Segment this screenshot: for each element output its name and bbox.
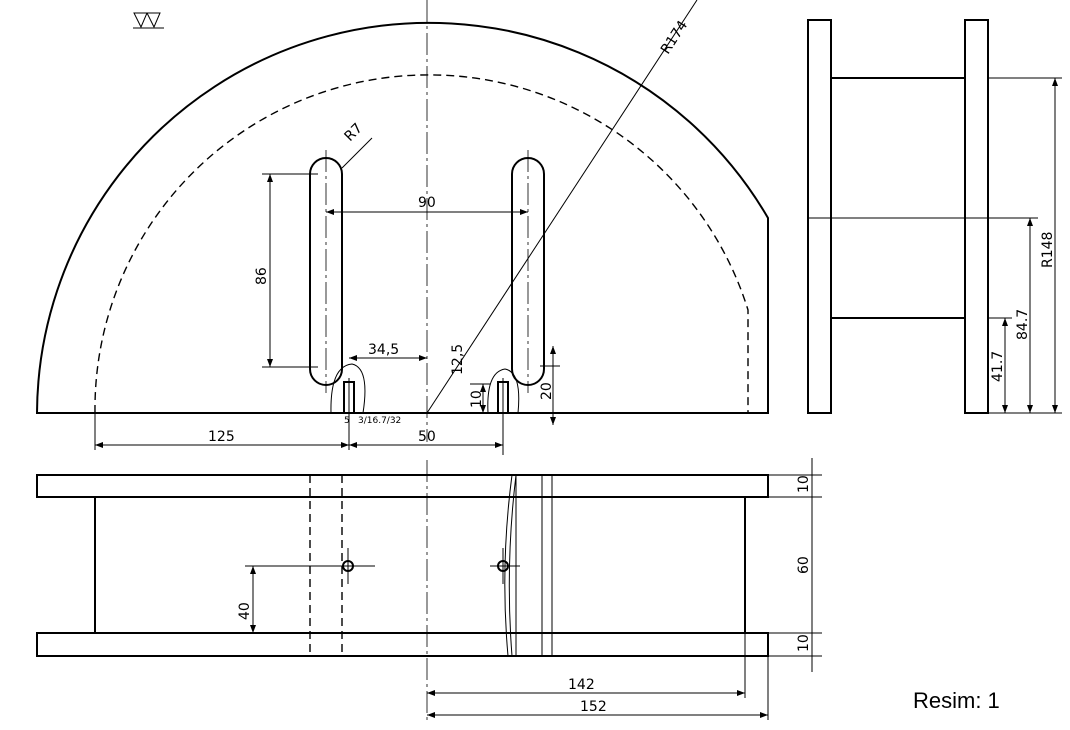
dim-86: 86 <box>254 267 270 285</box>
dim-152: 152 <box>580 699 607 715</box>
dim-125: 125 <box>208 429 235 445</box>
figure-caption: Resim: 1 <box>913 688 1000 713</box>
dim-r7: R7 <box>342 120 366 144</box>
dim-12-5: 12,5 <box>450 344 466 375</box>
dim-41-7: 41.7 <box>990 351 1006 382</box>
front-view: R174 R7 90 86 34,5 12,5 10 20 5 3/16.7/3… <box>35 0 769 455</box>
dim-10: 10 <box>469 390 485 408</box>
side-view: R148 84.7 41.7 <box>807 19 1062 414</box>
dim-r174: R174 <box>658 18 691 57</box>
dim-50: 50 <box>418 429 436 445</box>
dim-34-5: 34,5 <box>368 342 399 358</box>
dim-142: 142 <box>568 677 595 693</box>
dim-90: 90 <box>418 195 436 211</box>
dim-40: 40 <box>237 602 253 620</box>
thread-label-b: 3/16.7/32 <box>358 416 401 426</box>
dim-60: 60 <box>796 556 812 574</box>
dim-10-bottom: 10 <box>796 634 812 652</box>
surface-finish-icon <box>133 12 164 29</box>
thread-label-a: 5 <box>344 416 350 426</box>
dim-10-top: 10 <box>796 475 812 493</box>
top-view: 40 10 60 10 142 152 <box>36 458 822 722</box>
dim-84-7: 84.7 <box>1015 309 1031 340</box>
dim-r148: R148 <box>1040 232 1056 268</box>
dim-20: 20 <box>539 382 555 400</box>
